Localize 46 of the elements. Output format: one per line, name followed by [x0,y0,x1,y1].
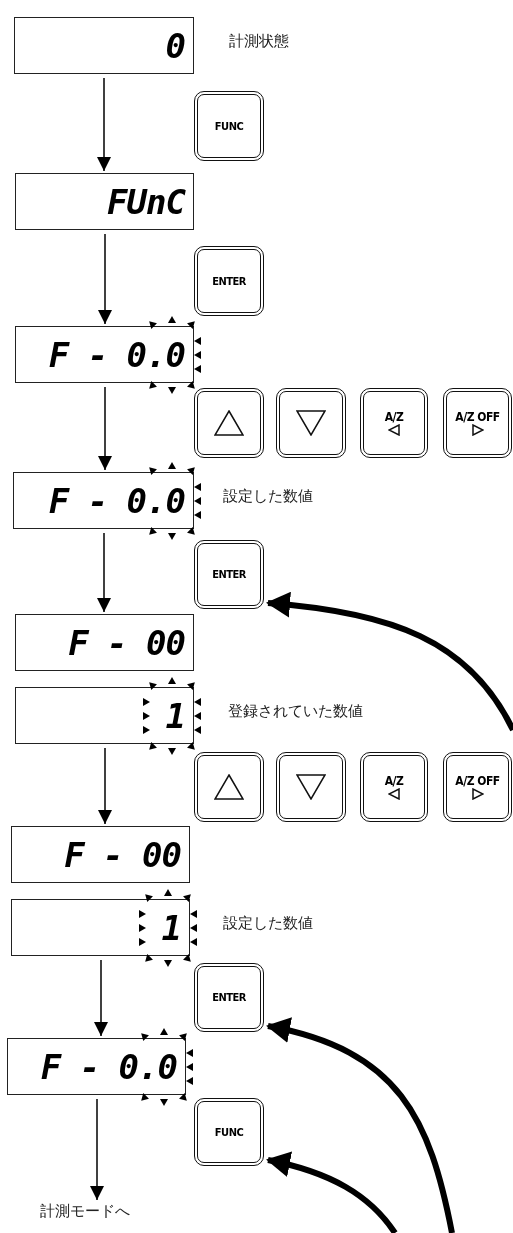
arrow [98,233,112,325]
display-readout: 1 [161,907,181,950]
key-button: ENTER [194,540,264,609]
note-text: 計測状態 [229,32,289,51]
lcd-display [15,173,194,230]
display-readout: F - 0.0 [48,334,185,377]
display-readout: 0 [165,25,185,68]
lcd-display [15,614,194,671]
display-readout: F - 0.0 [48,480,185,523]
display-readout: FUnC [107,181,185,224]
key-label: A/Z [384,774,404,788]
key-button: FUNC [194,91,264,161]
note-text: 計測モードへ [40,1202,130,1221]
key-button: ENTER [194,246,264,316]
key-label: A/Z OFF [455,410,500,424]
key-button [194,388,264,458]
display-readout: F - 00 [68,622,185,665]
arrow [90,1098,104,1201]
key-label: A/Z [384,410,404,424]
arrow [97,532,111,613]
display-readout: 1 [165,695,185,738]
note-text: 登録されていた数値 [228,702,363,721]
arrow [94,959,108,1037]
arrow [266,1018,455,1233]
arrow [266,592,513,732]
key-button [360,388,428,458]
arrow [266,1151,398,1233]
lcd-display [11,826,190,883]
arrow [98,386,112,471]
key-button [276,752,346,822]
arrow [97,77,111,172]
note-text: 設定した数値 [223,487,313,506]
key-label: A/Z OFF [455,774,500,788]
lcd-display [7,1038,186,1095]
display-readout: F - 00 [64,834,181,877]
note-text: 設定した数値 [223,914,313,933]
key-button [443,388,512,458]
key-button: ENTER [194,963,264,1032]
arrow [98,747,112,825]
key-button [194,752,264,822]
key-button [276,388,346,458]
lcd-display [15,326,194,383]
key-button: FUNC [194,1098,264,1166]
key-button [443,752,512,822]
key-button [360,752,428,822]
display-readout: F - 0.0 [40,1046,177,1089]
